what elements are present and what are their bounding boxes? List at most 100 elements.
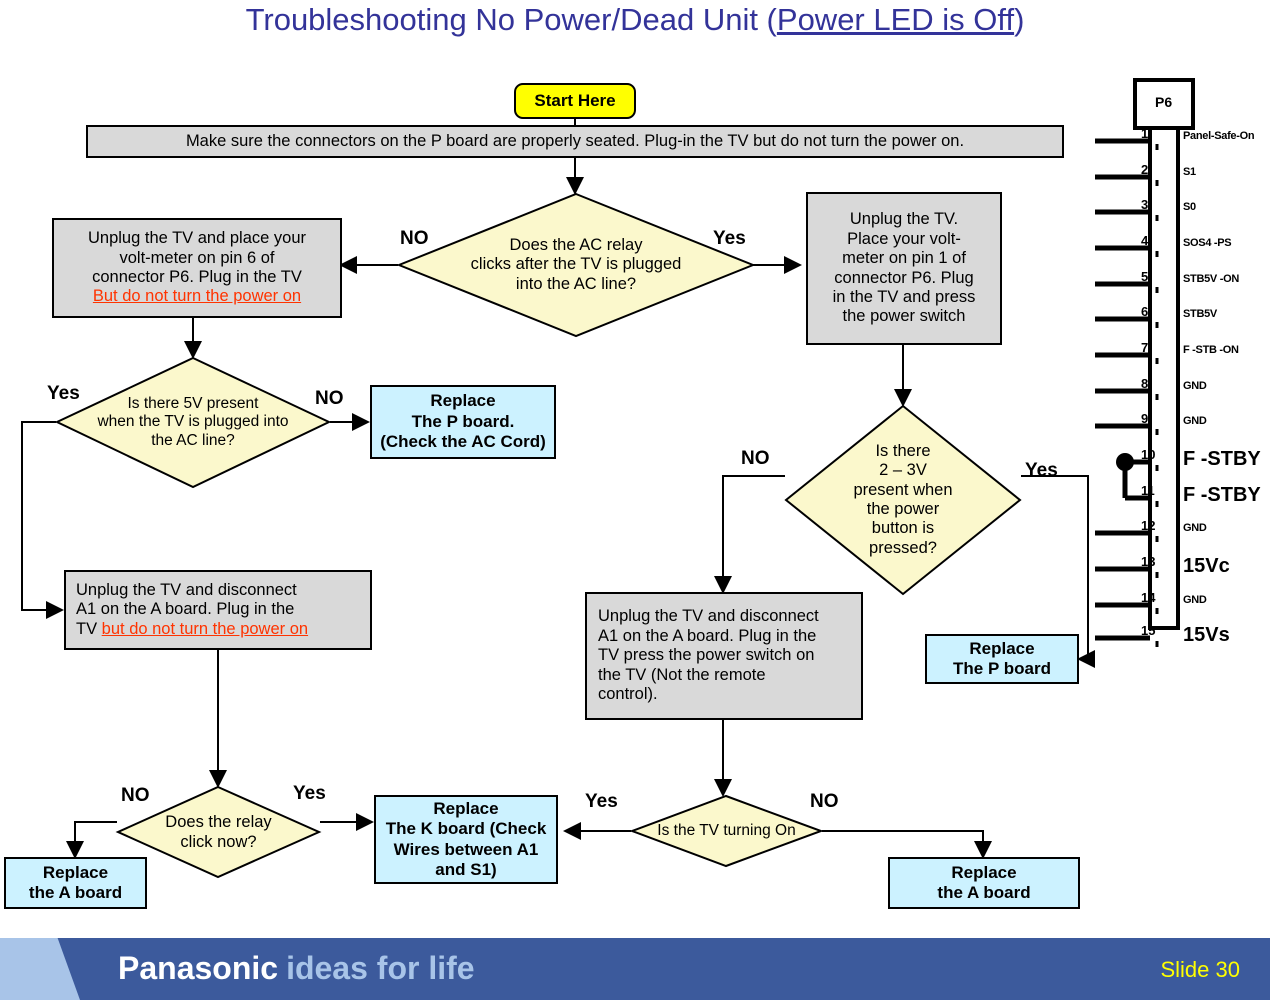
branch-label-5v-yes: Yes bbox=[47, 383, 80, 404]
proc-pin6-warning: But do not turn the power on bbox=[92, 287, 302, 306]
start-terminator[interactable]: Start Here bbox=[514, 83, 636, 119]
replace-a-right-line2: the A board bbox=[937, 883, 1031, 902]
replace-k-line1: Replace bbox=[433, 798, 499, 818]
replace-a-board-right[interactable]: Replace the A board bbox=[888, 857, 1080, 909]
process-disconnect-a1-right[interactable]: Unplug the TV and disconnect A1 on the A… bbox=[585, 592, 863, 720]
instruction-banner-text: Make sure the connectors on the P board … bbox=[185, 131, 965, 150]
replace-a-left-line1: Replace bbox=[42, 862, 109, 882]
replace-p-board[interactable]: Replace The P board bbox=[925, 634, 1079, 684]
replace-a-left-line2: the A board bbox=[28, 883, 123, 902]
instruction-banner[interactable]: Make sure the connectors on the P board … bbox=[86, 125, 1064, 158]
p6-pin-label-7: F -STB -ON bbox=[1183, 344, 1239, 356]
branch-label-23v-no: NO bbox=[741, 448, 770, 469]
p6-pin-number-11: 11 bbox=[1141, 483, 1155, 498]
replace-p-cord-line1: Replace bbox=[430, 391, 496, 411]
replace-p-line1: Replace bbox=[969, 638, 1035, 658]
proc-pin1-line1: Unplug the TV. bbox=[849, 210, 959, 229]
title-prefix: Troubleshooting No Power/Dead Unit ( bbox=[245, 2, 777, 37]
branch-label-relay-click-no: NO bbox=[121, 785, 150, 806]
p6-pin-label-4: SOS4 -PS bbox=[1183, 237, 1232, 249]
p6-pin-label-9: GND bbox=[1183, 415, 1207, 427]
p6-pin-number-4: 4 bbox=[1141, 233, 1149, 248]
p6-pin-number-13: 13 bbox=[1141, 554, 1156, 569]
p6-pin-label-10: F -STBY bbox=[1183, 448, 1261, 470]
proc-a1-right-line3: TV press the power switch on bbox=[598, 646, 815, 665]
p6-pin-label-6: STB5V bbox=[1183, 308, 1217, 320]
brand-tagline: ideas for life bbox=[286, 950, 475, 986]
proc-pin1-line3: meter on pin 1 of bbox=[842, 249, 966, 268]
p6-pin-number-8: 8 bbox=[1141, 376, 1149, 391]
proc-a1-right-line1: Unplug the TV and disconnect bbox=[598, 607, 819, 626]
p6-connector-diagram: P6 1 Panel-Safe-On 2 S1 3 S0 4 SOS4 -PS 5 STB5V -… bbox=[1095, 78, 1270, 648]
p6-pin-number-5: 5 bbox=[1141, 269, 1149, 284]
p6-pin-label-12: GND bbox=[1183, 522, 1207, 534]
p6-pin-label-15: 15Vs bbox=[1183, 624, 1230, 646]
decision-5v-present[interactable]: Is there 5V present when the TV is plugg… bbox=[54, 356, 332, 489]
replace-p-line2: The P board bbox=[953, 659, 1051, 678]
page-title: Troubleshooting No Power/Dead Unit (Powe… bbox=[0, 2, 1270, 38]
p6-pin-number-2: 2 bbox=[1141, 162, 1149, 177]
proc-pin1-line4: connector P6. Plug bbox=[834, 268, 974, 287]
p6-pin-number-1: 1 bbox=[1141, 126, 1149, 141]
p6-pin-label-11: F -STBY bbox=[1183, 484, 1261, 506]
p6-pin-label-14: GND bbox=[1183, 594, 1207, 606]
replace-k-line3: Wires between A1 bbox=[393, 839, 539, 859]
branch-label-relay-click-yes: Yes bbox=[293, 783, 326, 804]
p6-pin-label-1: Panel-Safe-On bbox=[1183, 130, 1255, 142]
proc-pin1-line5: in the TV and press bbox=[832, 287, 976, 306]
proc-pin1-line2: Place your volt- bbox=[847, 229, 961, 248]
p6-pin-number-6: 6 bbox=[1141, 304, 1149, 319]
proc-a1-right-line5: control). bbox=[598, 685, 658, 704]
p6-pin-number-12: 12 bbox=[1141, 518, 1156, 533]
proc-pin6-line2: volt-meter on pin 6 of bbox=[119, 248, 275, 267]
p6-pin-label-3: S0 bbox=[1183, 201, 1196, 213]
proc-a1-left-line2: A1 on the A board. Plug in the bbox=[76, 600, 295, 619]
p6-pin-label-13: 15Vc bbox=[1183, 555, 1230, 577]
replace-p-cord-line2: The P board. bbox=[411, 411, 515, 431]
p6-pin-number-10: 10 bbox=[1141, 447, 1156, 462]
title-suffix: ) bbox=[1014, 2, 1025, 37]
replace-k-line2: The K board (Check bbox=[385, 819, 547, 839]
process-disconnect-a1-left[interactable]: Unplug the TV and disconnect A1 on the A… bbox=[64, 570, 372, 650]
branch-label-ac-relay-no: NO bbox=[400, 228, 429, 249]
proc-pin6-line3: connector P6. Plug in the TV bbox=[92, 268, 302, 286]
process-voltmeter-pin1[interactable]: Unplug the TV. Place your volt- meter on… bbox=[806, 192, 1002, 345]
proc-a1-right-line4: the TV (Not the remote bbox=[598, 665, 766, 684]
proc-a1-right-line2: A1 on the A board. Plug in the bbox=[598, 626, 817, 645]
replace-a-right-line1: Replace bbox=[951, 862, 1017, 882]
title-underlined: Power LED is Off bbox=[776, 2, 1015, 37]
replace-k-board[interactable]: Replace The K board (Check Wires between… bbox=[374, 795, 558, 884]
branch-label-ac-relay-yes: Yes bbox=[713, 228, 746, 249]
slide-number: Slide 30 bbox=[1160, 957, 1240, 982]
p6-pin-label-5: STB5V -ON bbox=[1183, 273, 1239, 285]
decision-2-3v-present[interactable]: Is there 2 – 3V present when the power b… bbox=[784, 404, 1022, 596]
replace-a-board-left[interactable]: Replace the A board bbox=[4, 857, 147, 909]
process-voltmeter-pin6[interactable]: Unplug the TV and place your volt-meter … bbox=[52, 218, 342, 318]
footer-accent-shape bbox=[0, 938, 80, 1000]
decision-tv-turning-on[interactable]: Is the TV turning On bbox=[629, 794, 824, 868]
proc-a1-left-warning: but do not turn the power on bbox=[101, 619, 309, 638]
p6-pin-number-7: 7 bbox=[1141, 340, 1149, 355]
p6-pin-label-2: S1 bbox=[1183, 166, 1196, 178]
p6-pin-number-3: 3 bbox=[1141, 197, 1149, 212]
proc-a1-left-line3-plain: TV bbox=[76, 619, 102, 638]
branch-label-tv-on-no: NO bbox=[810, 791, 839, 812]
p6-pin-label-8: GND bbox=[1183, 380, 1207, 392]
proc-pin1-line6: the power switch bbox=[842, 307, 966, 326]
p6-pin-number-14: 14 bbox=[1141, 590, 1156, 605]
p6-pin-number-9: 9 bbox=[1141, 411, 1149, 426]
proc-a1-left-line1: Unplug the TV and disconnect bbox=[76, 580, 297, 599]
branch-label-5v-no: NO bbox=[315, 388, 344, 409]
branch-label-tv-on-yes: Yes bbox=[585, 791, 618, 812]
proc-pin6-line1: Unplug the TV and place your bbox=[87, 229, 306, 248]
brand-name: Panasonic bbox=[118, 950, 279, 986]
p6-title: P6 bbox=[1155, 94, 1173, 110]
branch-label-23v-yes: Yes bbox=[1025, 460, 1058, 481]
replace-p-board-ac-cord[interactable]: Replace The P board. (Check the AC Cord) bbox=[370, 385, 556, 459]
replace-k-line4: and S1) bbox=[435, 859, 497, 879]
decision-ac-relay[interactable]: Does the AC relay clicks after the TV is… bbox=[396, 192, 756, 338]
replace-p-cord-line3: (Check the AC Cord) bbox=[380, 432, 546, 452]
